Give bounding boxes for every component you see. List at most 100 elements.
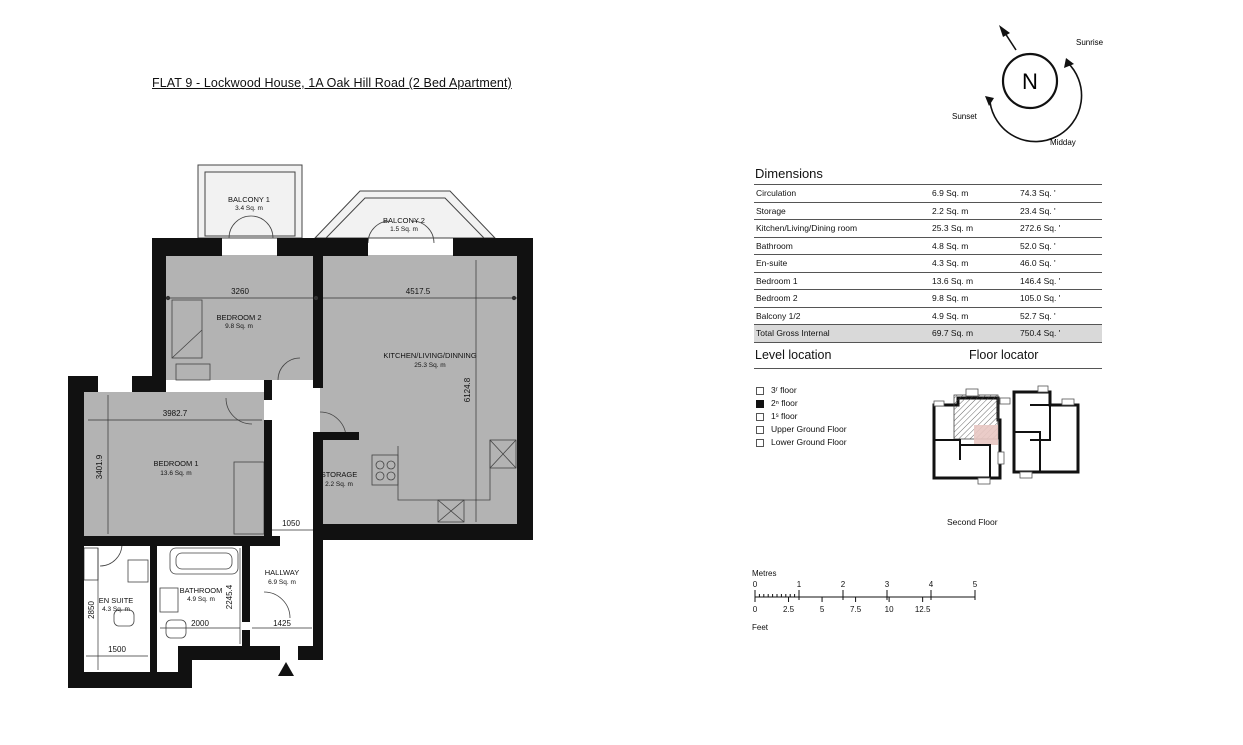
kitchen-sink <box>437 499 465 523</box>
checkbox-checked-icon <box>756 399 764 408</box>
room-area-hallway: 6.9 Sq. m <box>268 579 296 586</box>
compass-circle <box>1001 52 1059 110</box>
compass-midday-label: Midday <box>1050 138 1076 147</box>
measure-1500: 1500 <box>108 645 126 654</box>
room-labels: BALCONY 1 3.4 Sq. m BALCONY 2 1.5 Sq. m … <box>99 195 477 613</box>
sun-path-arc <box>989 61 1083 143</box>
measure-1050: 1050 <box>282 519 300 528</box>
scale-foot-label: 5 <box>820 605 825 614</box>
measure-1425: 1425 <box>273 619 291 628</box>
balcony-2-inner <box>324 197 486 239</box>
room-area-storage: 2.2 Sq. m <box>325 481 353 488</box>
room-name-balcony-2: BALCONY 2 <box>383 216 425 225</box>
room-name-bedroom-1: BEDROOM 1 <box>153 459 198 468</box>
room-area-bedroom-2: 9.8 Sq. m <box>225 323 253 330</box>
desk-bed2 <box>175 363 211 381</box>
measure-6124: 6124.8 <box>463 377 472 402</box>
level-item: Lower Ground Floor <box>756 436 847 449</box>
measure-4517: 4517.5 <box>406 287 431 296</box>
scale-feet-label: Feet <box>752 623 769 632</box>
basin-ensuite <box>127 559 149 583</box>
dimension-lines <box>86 260 517 670</box>
level-item: 3ʳ floor <box>756 384 847 397</box>
checkbox-icon <box>756 386 764 395</box>
wc-bath <box>165 619 187 639</box>
room-area-bedroom-1: 13.6 Sq. m <box>160 470 191 477</box>
wc-ensuite <box>113 609 135 627</box>
measurement-labels: 3260 4517.5 6124.8 3982.7 3401.9 1050 22… <box>87 287 472 654</box>
scale-metres-label: Metres <box>752 569 776 578</box>
measure-3260: 3260 <box>231 287 249 296</box>
wardrobe-bed2 <box>171 299 203 359</box>
room-name-en-suite: EN SUITE <box>99 596 134 605</box>
room-name-bathroom: BATHROOM <box>180 586 223 595</box>
room-name-storage: STORAGE <box>321 470 358 479</box>
level-location-heading: Level location <box>755 348 832 362</box>
checkbox-icon <box>756 425 764 434</box>
checkbox-icon <box>756 412 764 421</box>
fridge <box>489 439 517 469</box>
scale-foot-label: 10 <box>885 605 894 614</box>
scale-metre-label: 2 <box>841 580 846 589</box>
checkbox-icon <box>756 438 764 447</box>
measure-3401: 3401.9 <box>95 454 104 479</box>
room-area-balcony-2: 1.5 Sq. m <box>390 226 418 233</box>
basin-bath <box>159 587 179 613</box>
entrance-arrow-icon <box>278 662 294 676</box>
scale-metre-label: 5 <box>973 580 978 589</box>
level-item: Upper Ground Floor <box>756 423 847 436</box>
scale-foot-label: 12.5 <box>915 605 931 614</box>
room-area-en-suite: 4.3 Sq. m <box>102 606 130 613</box>
room-area-balcony-1: 3.4 Sq. m <box>235 205 263 212</box>
bathtub <box>169 547 239 575</box>
dimensions-heading: Dimensions <box>755 166 823 181</box>
walls <box>68 238 533 688</box>
page-title: FLAT 9 - Lockwood House, 1A Oak Hill Roa… <box>152 76 512 90</box>
scale-foot-label: 0 <box>753 605 758 614</box>
compass-sunset-label: Sunset <box>952 112 978 121</box>
balcony-1-inner <box>204 171 296 237</box>
floor-locator-heading: Floor locator <box>969 348 1039 362</box>
room-name-kitchen: KITCHEN/LIVING/DINNING <box>383 351 477 360</box>
bedroom-2-fill <box>165 255 313 380</box>
room-name-hallway: HALLWAY <box>265 568 299 577</box>
kitchen-fill <box>320 255 518 526</box>
compass-sunrise-label: Sunrise <box>1076 38 1104 47</box>
locator-block-right <box>1012 390 1080 474</box>
locator-flat-subarea <box>974 425 998 445</box>
balconies <box>197 164 497 239</box>
compass-north-label: N <box>1022 69 1038 94</box>
level-list: 3ʳ floor 2ⁿ floor 1ˢ floor Upper Ground … <box>756 384 847 449</box>
scale-metre-label: 3 <box>885 580 890 589</box>
measure-2245: 2245.4 <box>225 584 234 609</box>
room-name-bedroom-2: BEDROOM 2 <box>216 313 261 322</box>
measure-3982: 3982.7 <box>163 409 188 418</box>
scale-foot-label: 2.5 <box>783 605 795 614</box>
balcony-1-outline <box>197 164 303 239</box>
room-name-balcony-1: BALCONY 1 <box>228 195 270 204</box>
measure-2850: 2850 <box>87 601 96 619</box>
room-area-bathroom: 4.9 Sq. m <box>187 596 215 603</box>
location-headings: Level location Floor locator <box>754 348 1102 369</box>
scale-foot-label: 7.5 <box>850 605 862 614</box>
north-arrow-icon <box>999 25 1010 37</box>
fixtures <box>83 215 517 639</box>
scale-metre-label: 1 <box>797 580 802 589</box>
floor-locator-caption: Second Floor <box>947 517 998 527</box>
scale-metre-label: 4 <box>929 580 934 589</box>
measure-2000: 2000 <box>191 619 209 628</box>
